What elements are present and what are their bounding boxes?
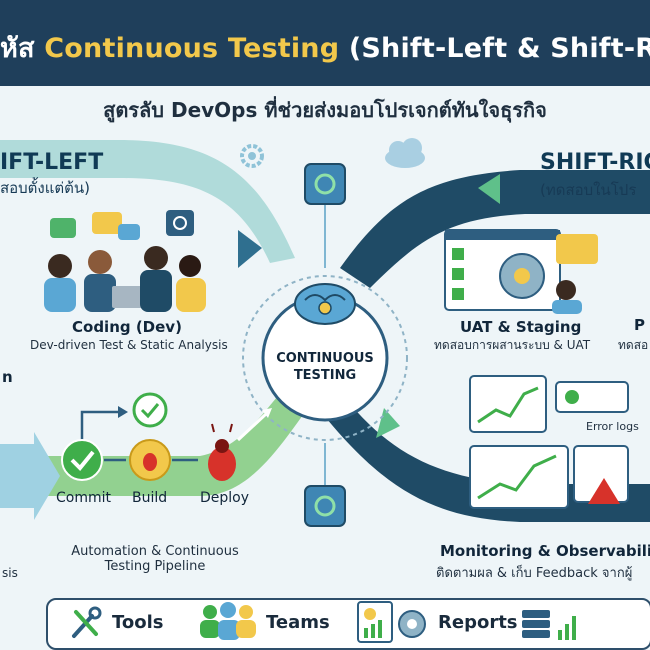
monitoring-title: Monitoring & Observability <box>440 542 650 560</box>
brain-icon <box>294 283 356 325</box>
shift-right-band-top <box>340 170 650 288</box>
error-logs-label: Error logs <box>586 420 639 433</box>
flow-diagram <box>0 138 650 527</box>
monitoring-description: ติดตามผล & เก็บ Feedback จากผู้ <box>436 566 633 581</box>
tools-icon <box>72 606 102 638</box>
header-bar <box>0 0 650 86</box>
center-label: CONTINUOUS TESTING <box>260 350 390 384</box>
left-edge-fragment-2: sis <box>2 566 18 580</box>
center-label-line1: CONTINUOUS <box>276 351 374 366</box>
shift-right-arrow-bottom <box>376 408 400 438</box>
pipeline-caption-line2: Testing Pipeline <box>104 559 206 574</box>
shift-right-title: SHIFT-RIG <box>540 150 650 175</box>
cloud-icon <box>385 138 425 168</box>
shift-left-arrowhead <box>238 230 262 268</box>
pipeline-step-build: Build <box>132 490 168 506</box>
uat-title: UAT & Staging <box>460 318 582 336</box>
pipeline-arrow-left <box>0 432 60 520</box>
bottom-chip-icon <box>304 443 346 527</box>
top-chip-icon <box>304 163 346 268</box>
gear-icon <box>240 144 264 168</box>
shift-left-subtitle: สอบตั้งแต่ต้น) <box>0 179 91 197</box>
uat-description: ทดสอบการผสานระบบ & UAT <box>434 338 591 352</box>
center-ring-outer <box>242 275 408 441</box>
shift-right-arrow-top <box>478 174 500 204</box>
reports-icon <box>357 601 426 643</box>
pipeline-caption: Automation & Continuous Testing Pipeline <box>60 544 250 574</box>
server-chart-icon <box>522 610 576 640</box>
pipeline-step-deploy: Deploy <box>200 490 250 506</box>
shift-left-title: IFT-LEFT <box>0 150 104 175</box>
pipeline-icons <box>61 392 272 481</box>
subtitle: สูตรลับ DevOps ที่ช่วยส่งมอบโปรเจกต์ทันใ… <box>103 98 547 122</box>
toolbar-teams[interactable]: Teams <box>266 612 330 633</box>
coding-title: Coding (Dev) <box>72 318 182 336</box>
shift-left-band <box>0 140 295 263</box>
pipeline-step-commit: Commit <box>56 490 111 506</box>
shift-right-subtitle: (ทดสอบในโปร <box>540 181 637 199</box>
title-prefix: หัส <box>0 33 45 64</box>
left-edge-fragment-1: n <box>2 368 13 386</box>
center-label-line2: TESTING <box>293 368 357 383</box>
title-rest: (Shift-Left & Shift-R <box>339 33 650 64</box>
toolbar-tools[interactable]: Tools <box>112 612 164 633</box>
team-illustration <box>44 210 206 312</box>
pipeline-caption-line1: Automation & Continuous <box>71 544 239 559</box>
page-title: หัส Continuous Testing (Shift-Left & Shi… <box>0 26 650 69</box>
uat-illustration <box>444 229 598 314</box>
title-accent: Continuous Testing <box>44 33 340 64</box>
right-edge-description: ทดสอ <box>618 338 649 352</box>
monitoring-illustration <box>469 375 629 509</box>
teams-icon <box>200 602 256 640</box>
coding-description: Dev-driven Test & Static Analysis <box>30 338 228 352</box>
right-edge-title: P <box>634 316 645 334</box>
toolbar-reports[interactable]: Reports <box>438 612 518 633</box>
